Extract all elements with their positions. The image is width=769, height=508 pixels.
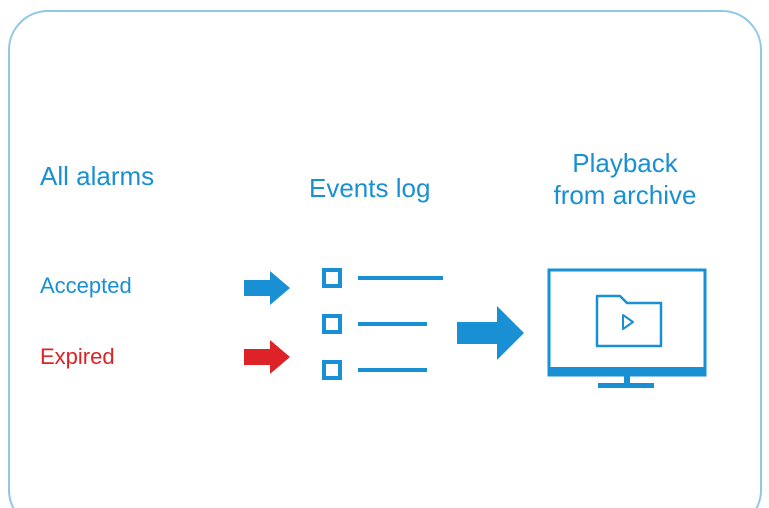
events-log-heading: Events log bbox=[309, 173, 431, 203]
playback-heading-line1: Playback bbox=[572, 148, 678, 178]
expired-label: Expired bbox=[40, 344, 115, 369]
all-alarms-heading: All alarms bbox=[40, 161, 155, 191]
monitor-icon bbox=[547, 268, 707, 388]
diagram-frame bbox=[8, 10, 762, 508]
expired-arrow-icon bbox=[244, 340, 290, 374]
playback-heading: Playback from archive bbox=[520, 147, 730, 211]
log-to-playback-arrow-icon bbox=[457, 306, 524, 360]
accepted-arrow-icon bbox=[244, 271, 290, 305]
playback-heading-line2: from archive bbox=[553, 180, 697, 210]
accepted-label: Accepted bbox=[40, 273, 132, 298]
events-log-checklist-icon bbox=[322, 268, 443, 380]
folder-play-icon bbox=[595, 294, 663, 348]
